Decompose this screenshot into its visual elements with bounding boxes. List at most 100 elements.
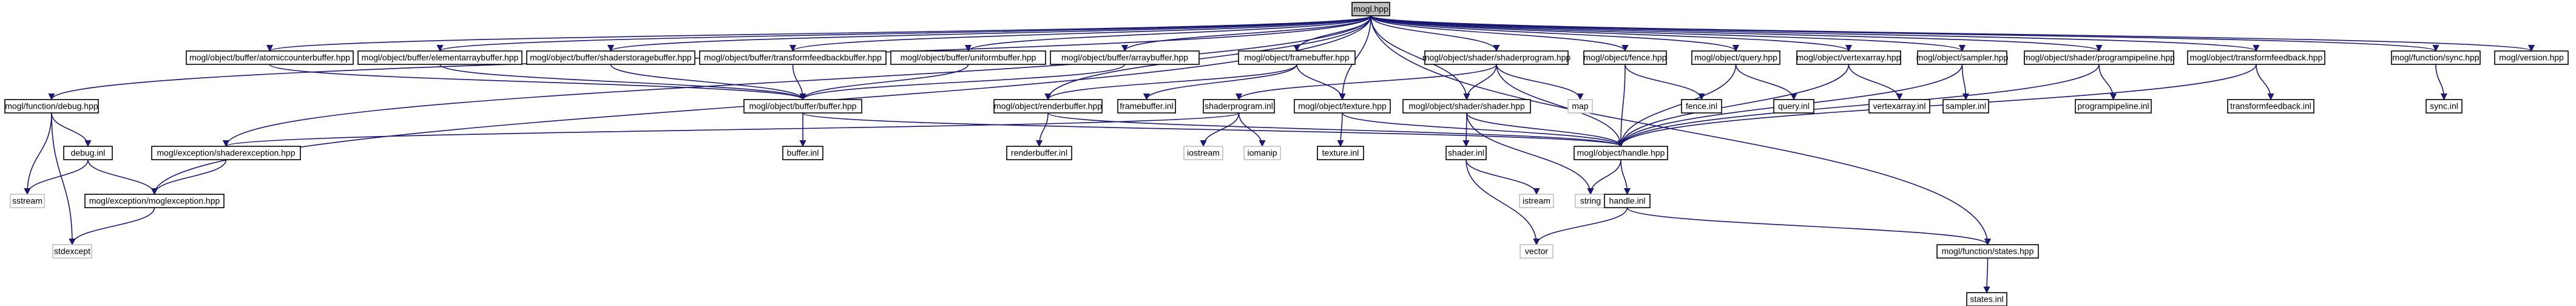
node-handle[interactable]: mogl/object/handle.hpp <box>1574 146 1668 160</box>
node-box <box>63 146 113 160</box>
node-box <box>2426 99 2463 114</box>
node-label: mogl/object/buffer/shaderstoragebuffer.h… <box>530 53 692 63</box>
dependency-edge-root-ab <box>1121 15 1371 52</box>
node-tf[interactable]: mogl/object/transformfeedback.hpp <box>2187 50 2325 65</box>
dependency-edge-root-sync <box>1370 15 2439 52</box>
node-bufferinl[interactable]: buffer.inl <box>782 146 823 160</box>
node-label: mogl/exception/shaderexception.hpp <box>157 148 295 158</box>
node-tfinl[interactable]: transformfeedback.inl <box>2227 99 2314 114</box>
node-box <box>1351 2 1390 16</box>
node-ppinl[interactable]: programpipeline.inl <box>2075 99 2152 114</box>
node-statesinl[interactable]: states.inl <box>1966 292 2007 306</box>
node-shexc[interactable]: mogl/exception/shaderexception.hpp <box>151 146 301 160</box>
node-samplerinl[interactable]: sampler.inl <box>1942 99 1989 114</box>
dependency-edge-root-states <box>1370 15 1992 246</box>
dependency-edge-states-statesinl <box>1983 257 1990 294</box>
node-ssb[interactable]: mogl/object/buffer/shaderstoragebuffer.h… <box>526 50 695 65</box>
dependency-edge-shader-handle <box>1466 112 1624 148</box>
node-handleinl[interactable]: handle.inl <box>1604 194 1651 208</box>
dependency-edge-pp-handle <box>1617 64 2100 148</box>
node-shaderinl[interactable]: shader.inl <box>1445 146 1487 160</box>
node-label: mogl/object/shader/shaderprogram.hpp <box>1422 53 1571 63</box>
node-debuginl[interactable]: debug.inl <box>63 146 113 160</box>
node-label: fence.inl <box>1686 101 1717 111</box>
node-acb[interactable]: mogl/object/buffer/atomiccounterbuffer.h… <box>186 50 354 65</box>
dependency-edge-buffer-handle <box>802 112 1624 148</box>
node-texture[interactable]: mogl/object/texture.hpp <box>1294 99 1391 114</box>
node-label: vertexarray.inl <box>1873 101 1926 111</box>
node-vainl[interactable]: vertexarray.inl <box>1868 99 1930 114</box>
node-box <box>1917 50 2007 65</box>
dependency-edge-root-ssb <box>607 15 1371 52</box>
node-fenceinl[interactable]: fence.inl <box>1681 99 1722 114</box>
node-sampler[interactable]: mogl/object/sampler.hpp <box>1916 50 2009 65</box>
dependency-edge-ab-buffer <box>799 64 1126 101</box>
node-label: states.inl <box>1970 294 2003 304</box>
node-pp[interactable]: mogl/object/shader/programpipeline.hpp <box>2023 50 2175 65</box>
dependency-edge-tfb-buffer <box>792 64 806 101</box>
dependency-edge-va-handle <box>1617 64 1850 148</box>
node-rbufinl[interactable]: renderbuffer.inl <box>1006 146 1072 160</box>
dependency-edge-fence-fenceinl <box>1624 64 1705 101</box>
node-buffer[interactable]: mogl/object/buffer/buffer.hpp <box>743 99 862 114</box>
node-label: mogl/function/states.hpp <box>1942 246 2034 256</box>
dependency-edge-sync-syncinl <box>2435 64 2448 101</box>
node-shader[interactable]: mogl/object/shader/shader.hpp <box>1402 99 1531 114</box>
node-rbuf[interactable]: mogl/object/renderbuffer.hpp <box>993 99 1103 114</box>
node-shprog[interactable]: mogl/object/shader/shaderprogram.hpp <box>1422 50 1571 65</box>
dependency-edge-shader-string <box>1466 112 1594 195</box>
dependency-edge-debuginl-moglexc <box>87 159 158 195</box>
node-ab[interactable]: mogl/object/buffer/arraybuffer.hpp <box>1050 50 1200 65</box>
node-fence[interactable]: mogl/object/fence.hpp <box>1583 50 1667 65</box>
node-query[interactable]: mogl/object/query.hpp <box>1691 50 1780 65</box>
node-box <box>2391 50 2481 65</box>
node-stdexcept: stdexcept <box>52 244 92 259</box>
dependency-edge-fbuf-rbuf <box>1044 64 1297 101</box>
dependency-edge-handleinl-states <box>1626 207 1991 246</box>
dependency-edge-ssb-buffer <box>610 64 806 101</box>
dependency-edge-root-query <box>1370 15 1739 52</box>
node-label: vector <box>1525 246 1548 256</box>
node-label: mogl/object/shader/programpipeline.hpp <box>2023 53 2175 63</box>
dependency-edge-moglexc-stdexcept <box>69 207 155 246</box>
dependency-edge-root-shader <box>1370 15 1470 101</box>
dependency-edge-root-va <box>1370 15 1852 52</box>
node-sync[interactable]: mogl/function/sync.hpp <box>2391 50 2481 65</box>
node-label: mogl/object/shader/shader.hpp <box>1408 101 1525 111</box>
node-textureinl[interactable]: texture.inl <box>1317 146 1364 160</box>
node-label: transformfeedback.inl <box>2230 101 2311 111</box>
node-sstream: sstream <box>10 194 45 208</box>
node-eab[interactable]: mogl/object/buffer/elementarraybuffer.hp… <box>357 50 522 65</box>
dependency-edge-shpinl-iomanip <box>1238 112 1266 148</box>
node-version[interactable]: mogl/version.hpp <box>2494 50 2569 65</box>
node-box <box>52 244 92 259</box>
node-ub[interactable]: mogl/object/buffer/uniformbuffer.hpp <box>890 50 1046 65</box>
node-label: mogl/function/sync.hpp <box>2392 53 2479 63</box>
node-fbuf[interactable]: mogl/object/framebuffer.hpp <box>1238 50 1356 65</box>
dependency-edge-fence-handle <box>1617 64 1626 148</box>
node-label: mogl/object/transformfeedback.hpp <box>2190 53 2323 63</box>
node-box <box>1238 50 1356 65</box>
dependency-edge-root-acb <box>266 15 1371 52</box>
node-box <box>1691 50 1780 65</box>
dependency-edge-root-eab <box>436 15 1371 52</box>
node-tfb[interactable]: mogl/object/buffer/transformfeedbackbuff… <box>699 50 887 65</box>
node-fbinl[interactable]: framebuffer.inl <box>1117 99 1176 114</box>
dependency-edge-root-shexc <box>223 15 1371 148</box>
node-shpinl[interactable]: shaderprogram.inl <box>1203 99 1275 114</box>
node-moglexc[interactable]: mogl/exception/moglexception.hpp <box>84 194 225 208</box>
dependency-edge-debuginl-sstream <box>24 159 89 195</box>
dependency-edge-texture-handle <box>1342 112 1624 148</box>
node-debug[interactable]: mogl/function/debug.hpp <box>4 99 99 114</box>
node-syncinl[interactable]: sync.inl <box>2426 99 2463 114</box>
node-label: query.inl <box>1778 101 1810 111</box>
node-root[interactable]: mogl.hpp <box>1351 2 1390 16</box>
node-queryinl[interactable]: query.inl <box>1773 99 1814 114</box>
node-box <box>1567 99 1593 114</box>
node-states[interactable]: mogl/function/states.hpp <box>1936 244 2039 259</box>
dependency-edge-shprog-shader <box>1463 64 1497 101</box>
node-box <box>2024 50 2174 65</box>
node-box <box>1773 99 1814 114</box>
node-label: mogl/version.hpp <box>2499 53 2564 63</box>
node-va[interactable]: mogl/object/vertexarray.hpp <box>1796 50 1901 65</box>
